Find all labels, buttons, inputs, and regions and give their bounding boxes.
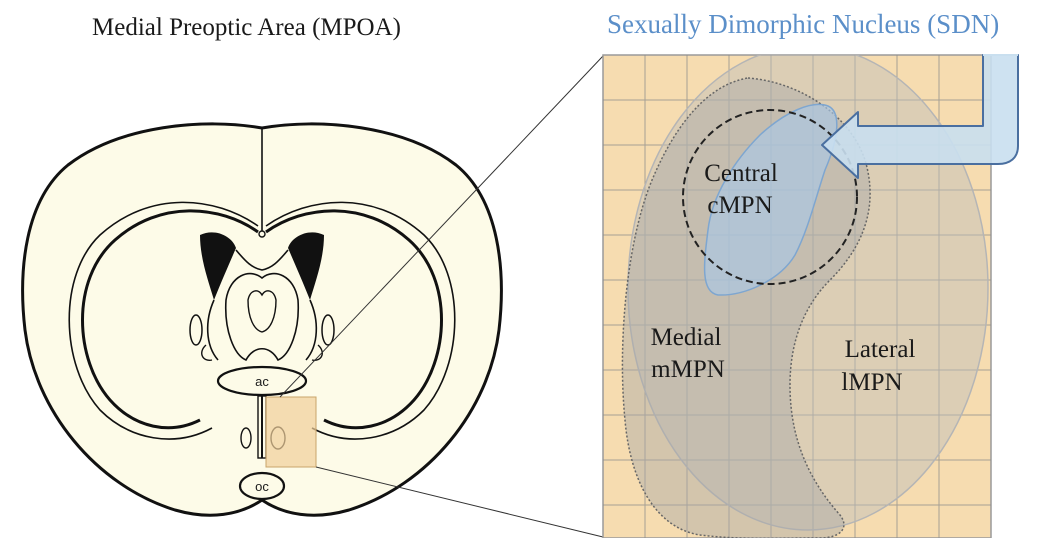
zoom-panel: Central cMPN Medial mMPN Lateral lMPN [603,46,991,538]
medial-abbrev: mMPN [651,356,725,383]
sdn-highlight-box [266,397,316,467]
oc-label: oc [255,479,269,494]
ac-label: ac [255,374,269,389]
brain-section: ac oc [23,124,502,515]
lateral-abbrev: lMPN [841,369,902,396]
medial-label: Medial [651,324,722,351]
lateral-label: Lateral [845,336,916,363]
central-abbrev: cMPN [707,192,772,219]
central-label: Central [704,160,778,187]
